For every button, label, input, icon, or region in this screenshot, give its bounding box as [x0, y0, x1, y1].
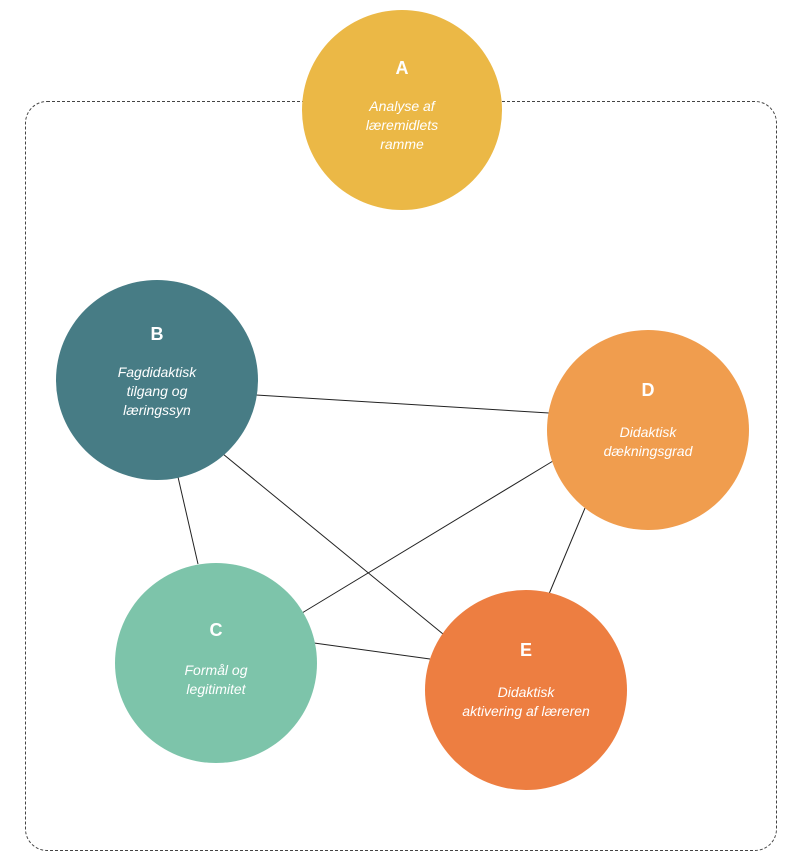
connector-b-c — [177, 476, 199, 565]
node-b-letter: B — [150, 324, 164, 344]
connector-d-e — [548, 507, 586, 595]
node-a-analyse: A Analyse af læremidlets ramme — [302, 10, 502, 210]
node-b-fagdidaktisk: B Fagdidaktisk tilgang og læringssyn — [56, 280, 258, 480]
connector-b-d — [255, 394, 550, 414]
node-e-label: Didaktisk aktivering af læreren — [462, 684, 590, 719]
node-d-letter: D — [641, 380, 655, 400]
connector-c-e — [313, 642, 431, 660]
node-b-label: Fagdidaktisk tilgang og læringssyn — [117, 364, 197, 418]
node-d-daekningsgrad: D Didaktisk dækningsgrad — [547, 330, 749, 530]
node-c-formaal: C Formål og legitimitet — [115, 563, 317, 763]
node-c-label: Formål og legitimitet — [184, 662, 248, 697]
node-a-label: Analyse af læremidlets ramme — [365, 98, 439, 152]
node-e-aktivering: E Didaktisk aktivering af læreren — [425, 590, 627, 790]
connector-c-d — [301, 460, 554, 614]
node-a-letter: A — [395, 58, 409, 78]
node-c-letter: C — [209, 620, 223, 640]
node-e-letter: E — [519, 640, 532, 660]
connector-b-e — [222, 453, 444, 635]
node-d-label: Didaktisk dækningsgrad — [603, 424, 693, 459]
